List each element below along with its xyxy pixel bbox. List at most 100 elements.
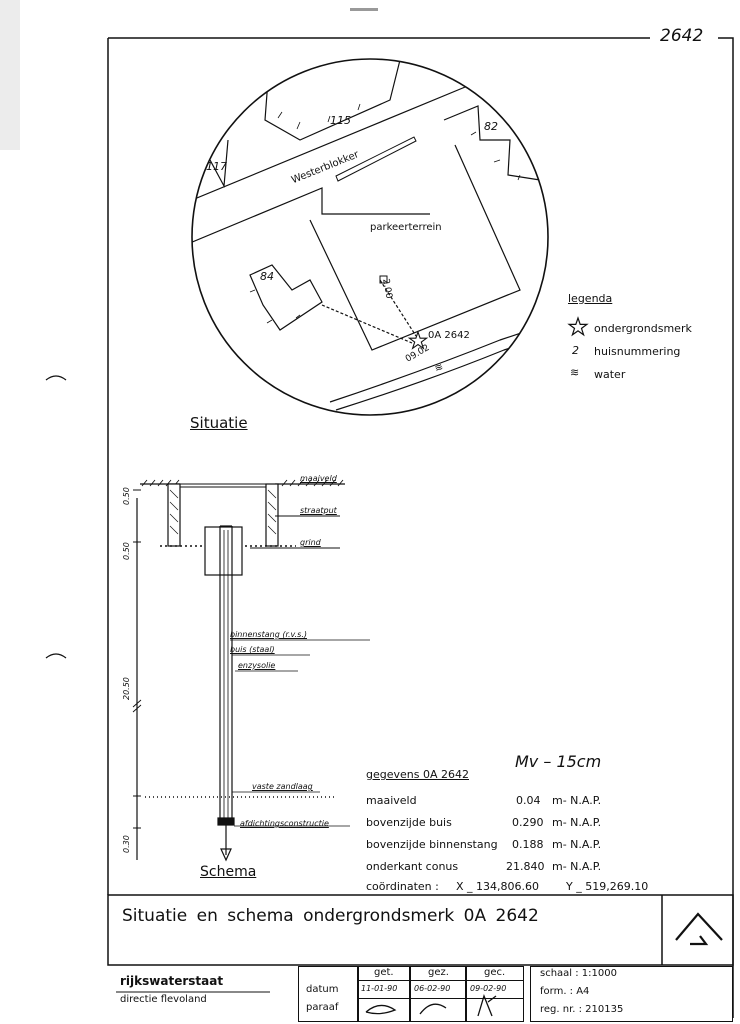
house-number-82: 82 — [484, 120, 498, 133]
date-gec: 09-02-90 — [470, 984, 507, 993]
sheet-frame — [107, 37, 734, 1018]
lot-label: parkeerterrein — [370, 222, 442, 233]
building-115 — [264, 59, 401, 141]
water-symbol-icon: ≋ — [433, 362, 445, 375]
benchmark-label: 0A 2642 — [428, 330, 470, 341]
gez-column — [410, 966, 466, 1022]
label-binnenstang: binnenstang (r.v.s.) — [230, 630, 308, 639]
street-edge — [192, 187, 430, 246]
pit-wall-left — [167, 483, 181, 547]
median-strip — [335, 136, 417, 182]
punch-hole-mark — [45, 653, 67, 659]
org-name: rijkswaterstaat — [120, 974, 224, 988]
row-datum: datum — [306, 984, 339, 995]
rijkswaterstaat-logo-icon — [675, 912, 723, 946]
canal-edge — [329, 319, 548, 403]
label-grind: grind — [300, 538, 321, 547]
coord-x: X _ 134,806.60 — [456, 880, 540, 893]
handwritten-note: Mv – 15cm — [515, 752, 602, 771]
col-get: get. — [374, 967, 394, 978]
schema-title: Schema — [200, 864, 257, 880]
cone-arrow — [220, 825, 232, 862]
data-label: onderkant conus — [366, 860, 459, 873]
label-afdichting: afdichtingsconstructie — [240, 819, 329, 828]
row-divider — [358, 980, 524, 981]
canal-edge — [335, 331, 548, 411]
seal-construction — [217, 817, 235, 826]
col-gec: gec. — [484, 967, 506, 978]
legend-label: huisnummering — [594, 345, 681, 358]
dimension-label: 0.50 — [122, 542, 131, 560]
inner-rod — [223, 530, 229, 825]
schema-drawing — [132, 479, 370, 862]
situation-circle — [191, 58, 549, 416]
legend-symbol: ≋ — [570, 366, 580, 379]
building-82 — [443, 105, 541, 181]
house-number-115: 115 — [330, 114, 351, 127]
data-label: bovenzijde binnenstang — [366, 838, 498, 851]
row-paraaf: paraaf — [306, 1002, 339, 1013]
label-maaiveld: maaiveld — [300, 474, 337, 483]
signature-gez — [419, 1003, 447, 1015]
date-gez: 06-02-90 — [414, 984, 451, 993]
data-unit: m- N.A.P. — [552, 816, 602, 829]
data-unit: m- N.A.P. — [552, 860, 602, 873]
scan-mark — [350, 8, 378, 11]
col-gez: gez. — [428, 967, 449, 978]
row-divider — [358, 998, 524, 999]
coords-label: coördinaten : — [366, 880, 439, 893]
legend-title: legenda — [568, 292, 613, 305]
punch-hole-mark — [45, 375, 67, 381]
dimension-label: 0.50 — [122, 487, 131, 505]
parking-lot-outline — [309, 144, 521, 351]
sheet-number: 2642 — [660, 26, 704, 46]
legend-star-icon — [567, 316, 589, 337]
form-info: form. : A4 — [540, 986, 590, 997]
signature-gec — [477, 994, 497, 1017]
measurement-line — [379, 279, 417, 337]
data-value: 0.290 — [512, 816, 544, 829]
label-straatput: straatput — [300, 506, 337, 515]
scale-block — [530, 966, 733, 1022]
data-unit: m- N.A.P. — [552, 794, 602, 807]
org-division: directie flevoland — [120, 994, 207, 1005]
scan-edge-shadow — [0, 0, 20, 150]
house-number-117: 117 — [206, 160, 227, 173]
measurement-line — [321, 304, 413, 344]
data-value: 21.840 — [506, 860, 545, 873]
data-title: gegevens 0A 2642 — [366, 768, 469, 781]
gec-column — [466, 966, 524, 1022]
label-buis: buis (staal) — [230, 645, 275, 654]
situation-map — [192, 59, 548, 411]
legend-symbol: 2 — [572, 344, 579, 357]
date-get: 11-01-90 — [361, 984, 398, 993]
benchmark-star-icon — [407, 330, 429, 350]
data-value: 0.188 — [512, 838, 544, 851]
legend-label: water — [594, 368, 626, 381]
reference-marker — [379, 275, 388, 284]
steel-pipe — [219, 526, 233, 825]
data-unit: m- N.A.P. — [552, 838, 602, 851]
scale-info: schaal : 1:1000 — [540, 968, 617, 979]
legend-label: ondergrondsmerk — [594, 322, 692, 335]
house-number-84: 84 — [260, 270, 274, 283]
label-vaste-zandlaag: vaste zandlaag — [252, 782, 313, 791]
reg-info: reg. nr. : 210135 — [540, 1004, 624, 1015]
data-label: bovenzijde buis — [366, 816, 452, 829]
building-84 — [249, 264, 323, 331]
coord-y: Y _ 519,269.10 — [566, 880, 649, 893]
situatie-title: Situatie — [190, 414, 248, 432]
data-label: maaiveld — [366, 794, 417, 807]
label-enzysolie: enzysolie — [238, 661, 276, 670]
concrete-block — [204, 526, 243, 576]
street-edge — [192, 84, 471, 206]
drawing-title: Situatie en schema ondergrondsmerk 0A 26… — [122, 906, 539, 926]
get-column — [358, 966, 410, 1022]
dimension-label: 20.50 — [122, 677, 131, 700]
data-value: 0.04 — [516, 794, 541, 807]
label-column — [298, 966, 358, 1022]
signature-get — [365, 1004, 397, 1015]
dimension-label: 0.30 — [122, 835, 131, 853]
pit-wall-right — [265, 483, 279, 547]
